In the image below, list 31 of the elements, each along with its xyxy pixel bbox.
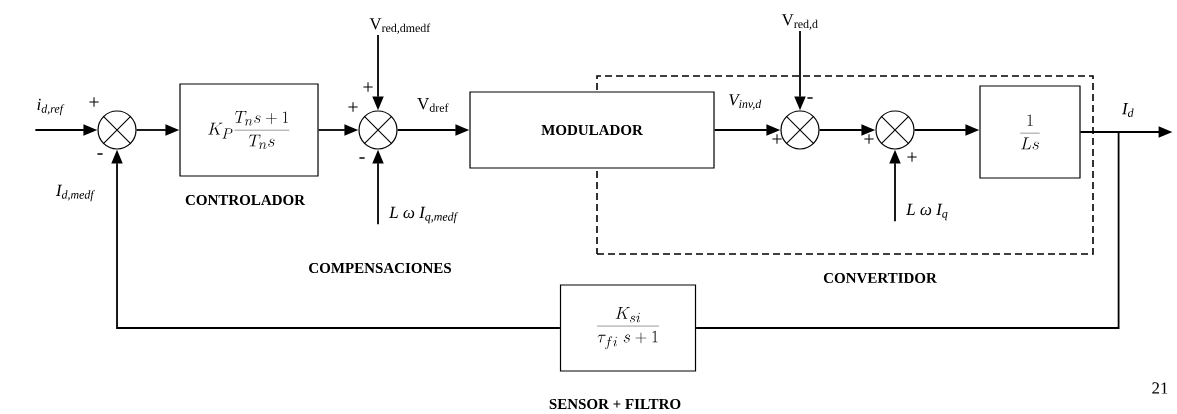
transfer-function-block: $\frac{1}{Ls}$ [979, 85, 1081, 179]
edge-label: V$_{inv,d}$ [727, 93, 763, 111]
summing-junction [358, 110, 398, 150]
sign-label: - [807, 97, 813, 99]
sign-label: + [363, 82, 373, 92]
signal-label: V$_{red,d}$ [781, 14, 818, 30]
signal-label: V$_{red,dmedf}$ [369, 18, 431, 34]
block-caption: CONVERTIDOR [823, 272, 937, 284]
block-caption: SENSOR + FILTRO [549, 398, 681, 409]
sign-label: + [864, 134, 874, 144]
edge-label: I$_{d}$ [1120, 102, 1136, 118]
sign-label: - [359, 157, 365, 159]
sign-label: - [97, 153, 103, 155]
summing-junction [875, 110, 915, 150]
transfer-function-block: $K_P \frac{T_n s+1}{T_n s}$ [179, 83, 319, 177]
signal-label: L ω I$_{q,medf}$ [389, 206, 459, 224]
sign-label: + [348, 102, 358, 112]
sign-label: + [89, 97, 99, 107]
summing-junction [97, 110, 137, 150]
summing-junction [780, 110, 820, 150]
block: MODULADOR [469, 91, 715, 169]
block-caption: CONTROLADOR [185, 194, 306, 206]
edge-label: V$_{dref}$ [416, 97, 450, 113]
page-number: 21 [1152, 382, 1168, 394]
block-caption: COMPENSACIONES [309, 262, 452, 274]
edge-label: I$_{d,medf}$ [54, 183, 96, 203]
transfer-function-block: $\frac{K_{si}}{\tau_{fi}\ s+1}$ [559, 284, 697, 372]
signal-label: i$_{d,ref}$ [37, 98, 65, 116]
sign-label: + [907, 152, 917, 162]
sign-label: + [772, 134, 782, 144]
signal-label: L ω I$_{q}$ [906, 203, 948, 221]
